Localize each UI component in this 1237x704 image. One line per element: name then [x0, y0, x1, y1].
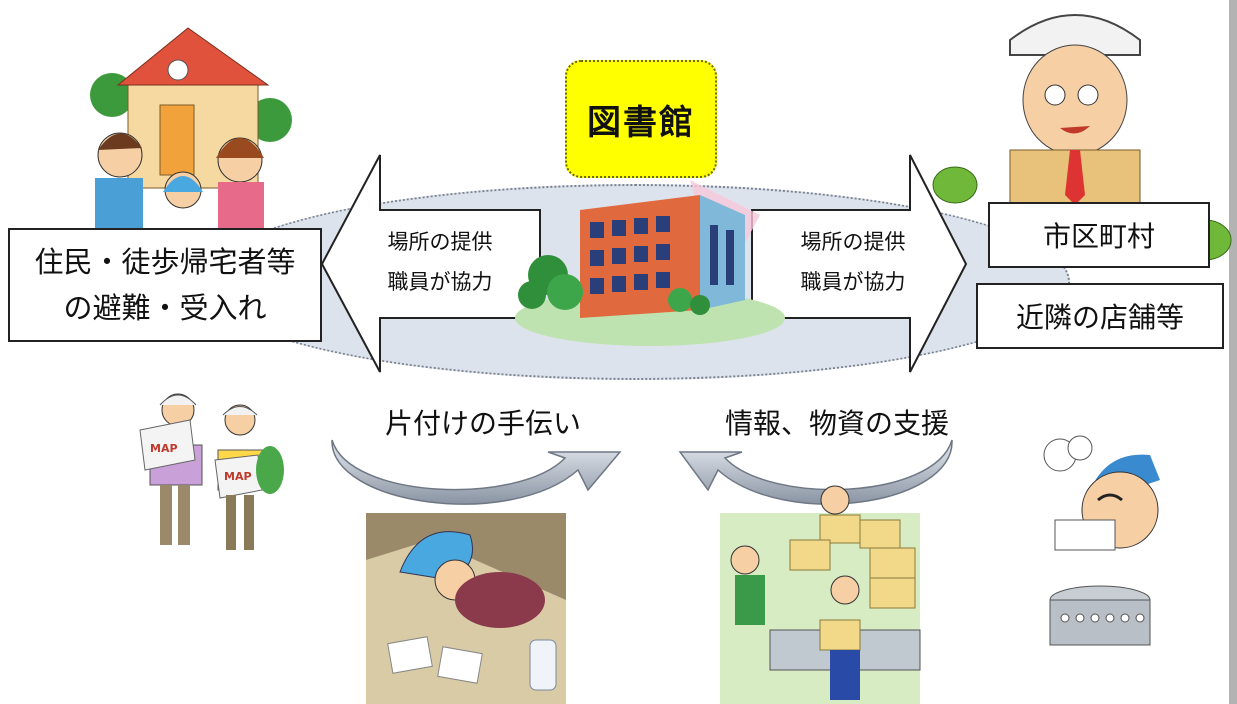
municipality-box: 市区町村 — [988, 202, 1210, 268]
left-arrow-line1: 場所の提供 — [387, 230, 493, 254]
map-label-2: MAP — [224, 470, 252, 483]
supply-label: 情報、物資の支援 — [725, 407, 950, 440]
residents-line1: 住民・徒歩帰宅者等 — [34, 245, 296, 279]
cooking-woman-illustration — [1043, 435, 1160, 646]
right-arrow-line1: 場所の提供 — [800, 230, 906, 254]
house-family-illustration — [90, 27, 292, 228]
delivery-workers-illustration — [720, 485, 921, 704]
library-building-illustration — [515, 180, 785, 346]
left-arrow-line2: 職員が協力 — [387, 270, 493, 294]
left-arrow-text: 場所の提供 職員が協力 — [370, 222, 510, 302]
right-arrow-line2: 職員が協力 — [800, 270, 906, 294]
right-block-arrow — [751, 154, 968, 373]
residents-line2: の避難・受入れ — [63, 291, 267, 325]
cleaning-woman-illustration — [366, 513, 566, 704]
map-hikers-illustration: MAP MAP — [139, 393, 284, 550]
map-label-1: MAP — [150, 442, 178, 455]
supply-curve-arrow — [678, 439, 953, 505]
page-right-border — [1229, 0, 1237, 704]
shops-box: 近隣の店舗等 — [976, 283, 1224, 349]
right-arrow-text: 場所の提供 職員が協力 — [783, 222, 923, 302]
cleanup-curve-arrow — [331, 439, 622, 505]
municipality-label: 市区町村 — [1042, 220, 1155, 253]
library-label-box: 図書館 — [565, 60, 717, 178]
residents-box: 住民・徒歩帰宅者等 の避難・受入れ — [8, 228, 322, 342]
construction-worker-illustration — [932, 14, 1232, 261]
library-label: 図書館 — [587, 102, 695, 143]
cleanup-label: 片付けの手伝い — [385, 407, 582, 440]
left-block-arrow — [320, 154, 541, 373]
shops-label: 近隣の店舗等 — [1015, 301, 1184, 334]
